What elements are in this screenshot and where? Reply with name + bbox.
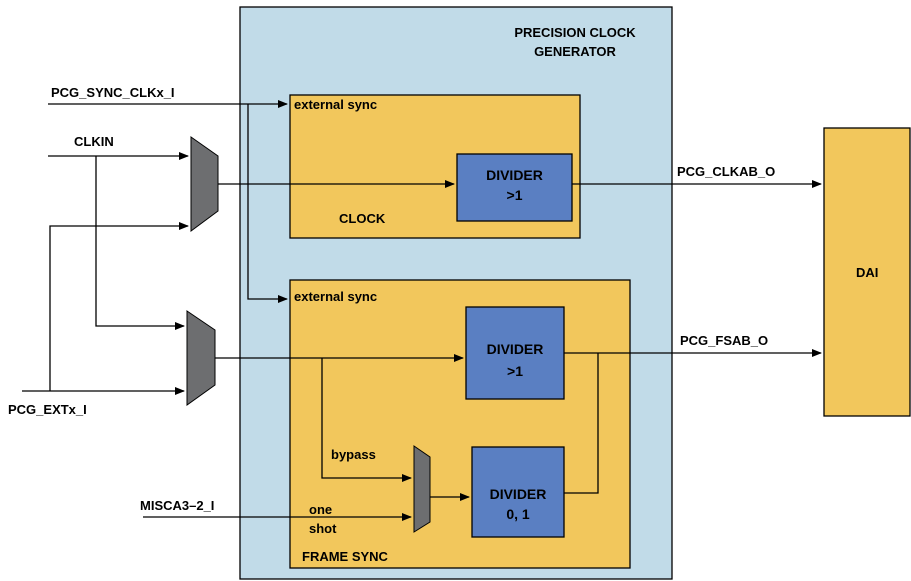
one-shot-divider-label: DIVIDER 0, 1 bbox=[472, 484, 564, 524]
pcg-title-line1: PRECISION CLOCK bbox=[514, 25, 636, 40]
frame-sync-block-label: FRAME SYNC bbox=[302, 549, 388, 564]
frame-sync-divider-label: DIVIDER >1 bbox=[466, 338, 564, 382]
bypass-label: bypass bbox=[331, 447, 376, 462]
clock-block-label: CLOCK bbox=[339, 211, 386, 226]
wire-clkin-down bbox=[95, 156, 185, 330]
one-shot-line2: shot bbox=[309, 521, 337, 536]
clock-divider-line2: >1 bbox=[506, 187, 523, 203]
frame-sync-block bbox=[289, 279, 631, 569]
frame-sync-divider-line1: DIVIDER bbox=[486, 341, 544, 357]
signal-misca-in: MISCA3–2_I bbox=[140, 498, 215, 513]
clock-mux bbox=[190, 136, 219, 232]
pcg-title-line2: GENERATOR bbox=[534, 44, 616, 59]
signal-pcg-ext-in: PCG_EXTx_I bbox=[8, 402, 87, 417]
frame-sync-mux bbox=[186, 310, 216, 406]
one-shot-label: one shot bbox=[309, 500, 336, 538]
signal-pcg-sync-clk-in: PCG_SYNC_CLKx_I bbox=[51, 85, 175, 100]
one-shot-divider-line1: DIVIDER bbox=[489, 486, 547, 502]
clock-external-sync-label: external sync bbox=[294, 97, 378, 112]
wire-sync-clk-down bbox=[247, 104, 288, 303]
frame-sync-divider bbox=[465, 306, 565, 400]
signal-fs-out: PCG_FSAB_O bbox=[680, 333, 769, 348]
signal-clk-out: PCG_CLKAB_O bbox=[677, 164, 776, 179]
clock-divider-line1: DIVIDER bbox=[486, 167, 543, 183]
dai-label: DAI bbox=[856, 265, 879, 280]
wire-oneshot-divider-join bbox=[564, 353, 599, 494]
pcg-title: PRECISION CLOCK GENERATOR bbox=[480, 23, 670, 61]
frame-sync-divider-line2: >1 bbox=[507, 363, 523, 379]
one-shot-mux bbox=[413, 445, 431, 533]
one-shot-divider bbox=[471, 446, 565, 538]
wire-bypass bbox=[321, 358, 412, 482]
dai-block bbox=[823, 127, 911, 417]
one-shot-divider-line2: 0, 1 bbox=[506, 506, 530, 522]
clock-divider bbox=[456, 153, 573, 222]
signal-clkin: CLKIN bbox=[74, 134, 114, 149]
frame-external-sync-label: external sync bbox=[294, 289, 378, 304]
one-shot-line1: one bbox=[309, 502, 333, 517]
wire-ext-up bbox=[49, 222, 189, 391]
clock-divider-label: DIVIDER >1 bbox=[457, 165, 572, 205]
